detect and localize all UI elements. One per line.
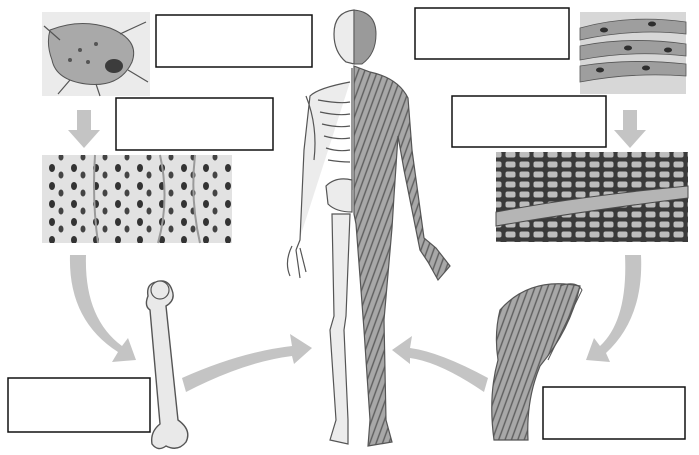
arrow-curve-left [70,255,136,362]
muscle-half [354,10,450,446]
label-box-2[interactable] [415,8,569,59]
arrow-muscle-to-body [392,336,488,392]
bone-cell-icon [42,12,150,96]
arrow-curve-right [586,255,641,362]
label-box-6[interactable] [543,387,685,439]
muscle-cell-icon [580,12,686,94]
muscle-tissue-icon [496,152,688,242]
skeleton-half [287,10,354,444]
label-box-4[interactable] [452,96,606,147]
label-box-5[interactable] [8,378,150,432]
arrow-bone-to-body [182,334,312,392]
arrow-down-right [614,110,646,148]
human-skeleton-muscle-figure-icon [287,10,450,446]
arrow-down-left [68,110,100,148]
bone-tissue-icon [42,155,232,243]
femur-bone-icon [146,281,187,449]
label-box-3[interactable] [116,98,273,150]
label-box-1[interactable] [156,15,312,67]
